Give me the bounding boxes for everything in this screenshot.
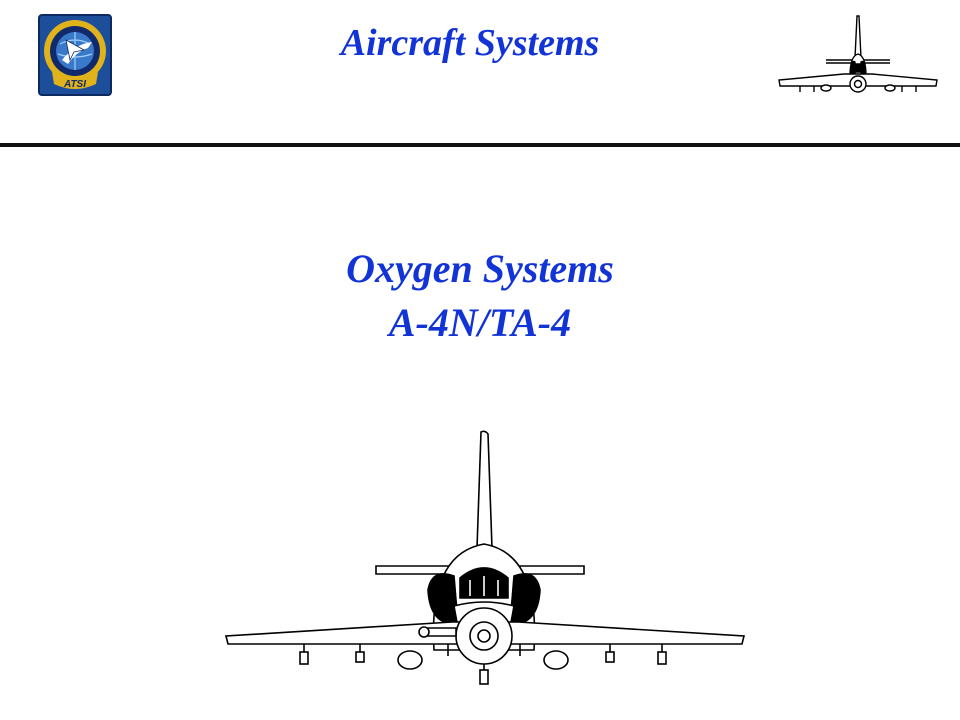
logo-wordmark: ATSI: [63, 79, 86, 90]
aircraft-front-view-icon: [222, 430, 748, 686]
header-divider: [0, 143, 960, 147]
atsi-logo-icon: ATSI: [38, 14, 112, 96]
header-title: Aircraft Systems: [340, 22, 600, 64]
header-aircraft-icon: [776, 14, 944, 96]
page-subtitle: A-4N/TA-4: [388, 300, 572, 345]
tail-fin: [476, 430, 493, 549]
page-title: Oxygen Systems: [346, 246, 614, 291]
